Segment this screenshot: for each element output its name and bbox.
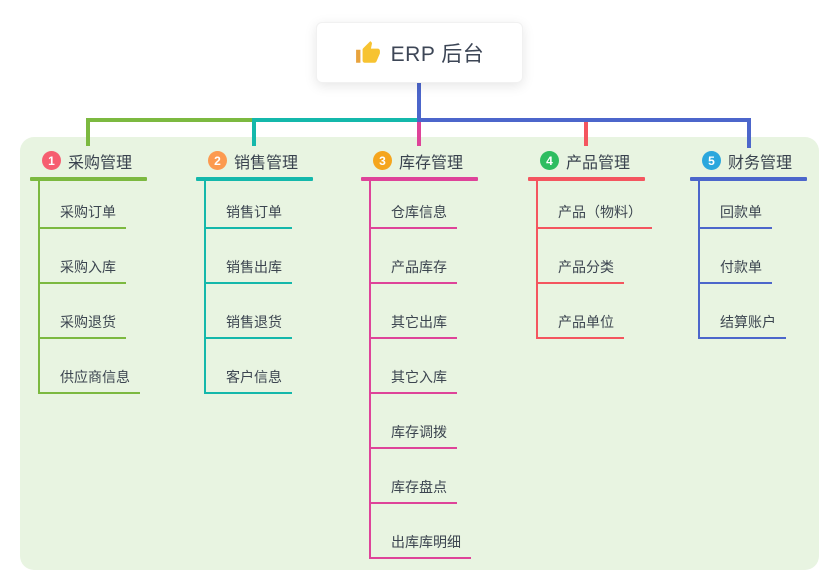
child-label: 销售退货: [206, 312, 292, 339]
child-node[interactable]: 付款单: [700, 229, 772, 284]
branch-number-badge: 1: [42, 151, 61, 170]
child-node[interactable]: 销售订单: [206, 181, 292, 229]
branch-number-badge: 4: [540, 151, 559, 170]
child-node[interactable]: 销售退货: [206, 284, 292, 339]
thumbs-up-icon: [355, 40, 381, 66]
branch-number-badge: 2: [208, 151, 227, 170]
child-node[interactable]: 回款单: [700, 181, 772, 229]
branches-panel: [20, 137, 819, 570]
branch-underline: [30, 177, 147, 181]
branch-label: 财务管理: [728, 154, 793, 172]
connector-root-line: [417, 83, 421, 119]
branch-purchase: 1 采购管理 采购订单 采购入库 采购退货 供应商信息: [30, 148, 147, 394]
connector-bus-right: [417, 118, 751, 122]
child-label: 产品（物料）: [538, 202, 652, 229]
connector-drop-finance: [747, 118, 751, 148]
child-node[interactable]: 其它出库: [371, 284, 457, 339]
child-label: 其它出库: [371, 312, 457, 339]
child-node[interactable]: 结算账户: [700, 284, 786, 339]
child-node[interactable]: 产品（物料）: [538, 181, 652, 229]
branch-header[interactable]: 4 产品管理: [528, 148, 652, 173]
child-label: 仓库信息: [371, 202, 457, 229]
child-label: 产品分类: [538, 257, 624, 284]
child-node[interactable]: 出库库明细: [371, 504, 471, 559]
branch-underline: [361, 177, 478, 181]
branch-children: 采购订单 采购入库 采购退货 供应商信息: [38, 181, 147, 394]
branch-product: 4 产品管理 产品（物料） 产品分类 产品单位: [528, 148, 652, 339]
child-node[interactable]: 其它入库: [371, 339, 457, 394]
branch-underline: [528, 177, 645, 181]
child-label: 供应商信息: [40, 367, 140, 394]
child-label: 出库库明细: [371, 532, 471, 559]
connector-bus-mid: [252, 118, 417, 122]
child-label: 采购订单: [40, 202, 126, 229]
branch-label: 采购管理: [68, 154, 133, 172]
branch-number-badge: 3: [373, 151, 392, 170]
child-label: 库存盘点: [371, 477, 457, 504]
child-label: 产品单位: [538, 312, 624, 339]
branch-number-badge: 5: [702, 151, 721, 170]
branch-children: 仓库信息 产品库存 其它出库 其它入库 库存调拨 库存盘点 出库库明细: [369, 181, 478, 559]
child-node[interactable]: 库存调拨: [371, 394, 457, 449]
child-label: 销售出库: [206, 257, 292, 284]
child-node[interactable]: 产品库存: [371, 229, 457, 284]
child-node[interactable]: 采购退货: [40, 284, 126, 339]
connector-bus-left: [86, 118, 254, 122]
child-label: 采购退货: [40, 312, 126, 339]
branch-label: 销售管理: [234, 154, 299, 172]
child-node[interactable]: 库存盘点: [371, 449, 457, 504]
branch-inventory: 3 库存管理 仓库信息 产品库存 其它出库 其它入库 库存调拨 库存盘点 出库库…: [361, 148, 478, 559]
branch-header[interactable]: 2 销售管理: [196, 148, 313, 173]
child-label: 回款单: [700, 202, 772, 229]
child-label: 付款单: [700, 257, 772, 284]
connector-drop-inventory: [417, 122, 421, 146]
branch-children: 回款单 付款单 结算账户: [698, 181, 807, 339]
root-node[interactable]: ERP 后台: [316, 22, 523, 83]
child-label: 客户信息: [206, 367, 292, 394]
child-node[interactable]: 客户信息: [206, 339, 292, 394]
child-node[interactable]: 供应商信息: [40, 339, 140, 394]
child-node[interactable]: 采购入库: [40, 229, 126, 284]
child-node[interactable]: 仓库信息: [371, 181, 457, 229]
child-label: 其它入库: [371, 367, 457, 394]
child-node[interactable]: 产品分类: [538, 229, 624, 284]
child-label: 产品库存: [371, 257, 457, 284]
branch-header[interactable]: 5 财务管理: [690, 148, 807, 173]
branch-finance: 5 财务管理 回款单 付款单 结算账户: [690, 148, 807, 339]
branch-header[interactable]: 3 库存管理: [361, 148, 478, 173]
child-node[interactable]: 采购订单: [40, 181, 126, 229]
branch-children: 销售订单 销售出库 销售退货 客户信息: [204, 181, 313, 394]
branch-label: 库存管理: [399, 154, 464, 172]
branch-header[interactable]: 1 采购管理: [30, 148, 147, 173]
branch-underline: [196, 177, 313, 181]
branch-underline: [690, 177, 807, 181]
child-label: 库存调拨: [371, 422, 457, 449]
branch-label: 产品管理: [566, 154, 631, 172]
root-label: ERP 后台: [390, 42, 485, 66]
connector-drop-purchase: [86, 118, 90, 146]
child-label: 结算账户: [700, 312, 786, 339]
connector-drop-product: [584, 122, 588, 146]
child-node[interactable]: 销售出库: [206, 229, 292, 284]
branch-children: 产品（物料） 产品分类 产品单位: [536, 181, 652, 339]
child-node[interactable]: 产品单位: [538, 284, 624, 339]
child-label: 采购入库: [40, 257, 126, 284]
branch-sales: 2 销售管理 销售订单 销售出库 销售退货 客户信息: [196, 148, 313, 394]
child-label: 销售订单: [206, 202, 292, 229]
connector-drop-sales: [252, 118, 256, 146]
